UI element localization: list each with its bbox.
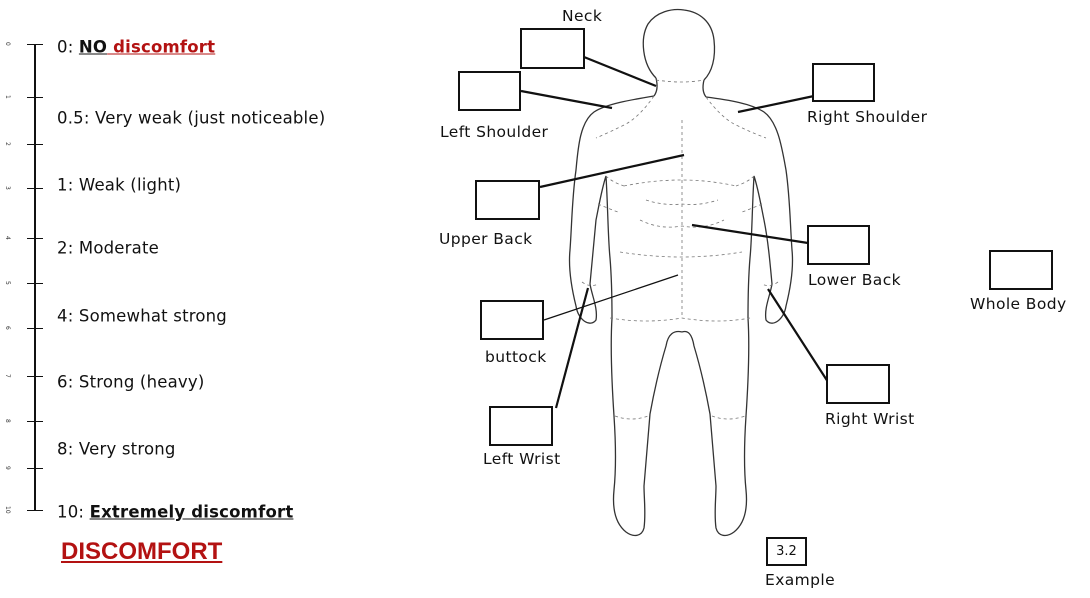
lower-back-rating-box[interactable] xyxy=(807,225,870,265)
leader-line-right-shoulder xyxy=(738,96,814,112)
right-wrist-rating-box[interactable] xyxy=(826,364,890,404)
buttock-label: buttock xyxy=(485,348,547,366)
leader-line-left-wrist xyxy=(556,288,588,408)
upper-back-rating-box[interactable] xyxy=(475,180,540,220)
leader-line-right-wrist xyxy=(768,289,828,382)
upper-back-label: Upper Back xyxy=(439,230,533,248)
example-rating-box: 3.2 xyxy=(766,537,807,566)
right-shoulder-label: Right Shoulder xyxy=(807,108,927,126)
left-shoulder-rating-box[interactable] xyxy=(458,71,521,111)
body-outline xyxy=(569,10,792,536)
left-shoulder-label: Left Shoulder xyxy=(440,123,548,141)
right-shoulder-rating-box[interactable] xyxy=(812,63,875,102)
leader-line-neck xyxy=(584,57,656,86)
right-wrist-label: Right Wrist xyxy=(825,410,915,428)
whole-body-rating-box[interactable] xyxy=(989,250,1053,290)
leader-line-upper-back xyxy=(540,155,684,187)
left-wrist-label: Left Wrist xyxy=(483,450,561,468)
leader-lines xyxy=(521,57,828,408)
leader-line-left-shoulder xyxy=(521,91,612,108)
lower-back-label: Lower Back xyxy=(808,271,901,289)
whole-body-label: Whole Body xyxy=(970,295,1067,313)
buttock-rating-box[interactable] xyxy=(480,300,544,340)
neck-rating-box[interactable] xyxy=(520,28,585,69)
example-label: Example xyxy=(765,571,835,589)
left-wrist-rating-box[interactable] xyxy=(489,406,553,446)
neck-label: Neck xyxy=(562,7,602,25)
